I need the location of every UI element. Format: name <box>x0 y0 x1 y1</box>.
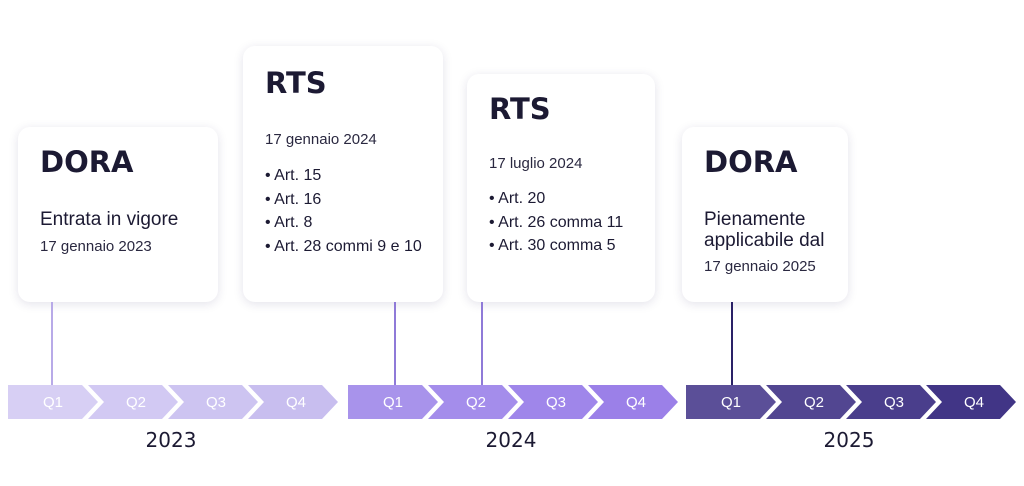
connector-line <box>394 302 396 386</box>
card-subtitle-line2: applicabile dal <box>704 230 825 251</box>
card-date: 17 gennaio 2025 <box>704 258 816 275</box>
milestone-card-rts-jan-2024: RTS 17 gennaio 2024 Art. 15 Art. 16 Art.… <box>243 46 443 302</box>
connector-line <box>731 302 733 386</box>
card-title: DORA <box>704 145 798 179</box>
quarter-chevron: Q1 <box>8 385 98 419</box>
card-date: 17 gennaio 2024 <box>265 131 377 148</box>
quarter-chevron: Q4 <box>588 385 678 419</box>
list-item: Art. 26 comma 11 <box>489 211 623 235</box>
list-item: Art. 15 <box>265 164 422 188</box>
list-item: Art. 16 <box>265 188 422 212</box>
quarter-chevron: Q3 <box>508 385 598 419</box>
list-item: Art. 8 <box>265 211 422 235</box>
year-label: 2023 <box>145 428 197 452</box>
card-subtitle-line1: Pienamente <box>704 209 806 230</box>
list-item: Art. 20 <box>489 187 623 211</box>
card-date: 17 gennaio 2023 <box>40 238 152 255</box>
quarter-chevron: Q2 <box>428 385 518 419</box>
quarter-chevron: Q3 <box>846 385 936 419</box>
milestone-card-dora-entry: DORA Entrata in vigore 17 gennaio 2023 <box>18 127 218 302</box>
connector-line <box>481 302 483 386</box>
card-title: RTS <box>265 66 327 100</box>
connector-line <box>51 302 53 386</box>
quarter-chevron: Q4 <box>926 385 1016 419</box>
quarter-chevron: Q2 <box>88 385 178 419</box>
quarter-chevron: Q1 <box>348 385 438 419</box>
quarter-chevron: Q3 <box>168 385 258 419</box>
card-subtitle: Entrata in vigore <box>40 209 179 230</box>
card-title: RTS <box>489 92 551 126</box>
year-label: 2025 <box>823 428 875 452</box>
article-list: Art. 15 Art. 16 Art. 8 Art. 28 commi 9 e… <box>265 164 422 258</box>
list-item: Art. 30 comma 5 <box>489 234 623 258</box>
quarter-chevron: Q2 <box>766 385 856 419</box>
card-date: 17 luglio 2024 <box>489 155 583 172</box>
milestone-card-rts-jul-2024: RTS 17 luglio 2024 Art. 20 Art. 26 comma… <box>467 74 655 302</box>
article-list: Art. 20 Art. 26 comma 11 Art. 30 comma 5 <box>489 187 623 258</box>
quarter-chevron: Q4 <box>248 385 338 419</box>
year-label: 2024 <box>485 428 537 452</box>
list-item: Art. 28 commi 9 e 10 <box>265 235 422 259</box>
milestone-card-dora-applicable: DORA Pienamente applicabile dal 17 genna… <box>682 127 848 302</box>
card-title: DORA <box>40 145 134 179</box>
quarter-chevron: Q1 <box>686 385 776 419</box>
